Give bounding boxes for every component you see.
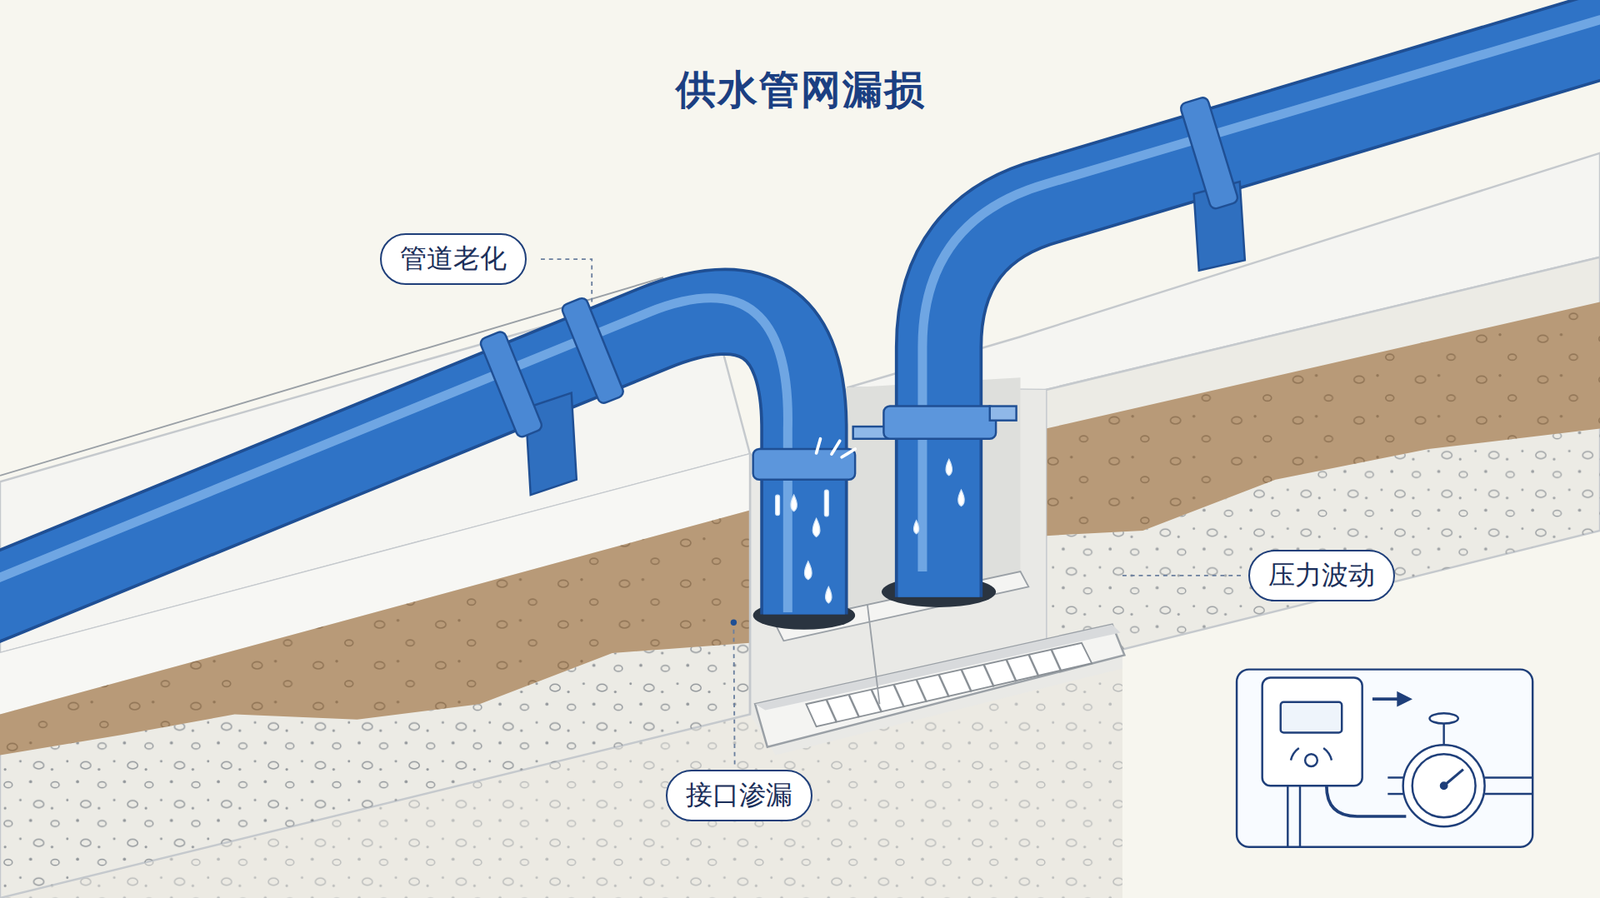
callout-label: 接口渗漏 (665, 770, 813, 822)
leader-line (540, 259, 1241, 765)
meter-icon (1236, 670, 1533, 848)
water-spray (816, 439, 856, 458)
left-pipe (0, 298, 805, 615)
callout-text: 管道老化 (400, 241, 507, 277)
joint-collar (753, 406, 1017, 480)
callout-label: 管道老化 (380, 233, 527, 285)
leader-dot (730, 620, 737, 626)
title: 供水管网漏损 (675, 63, 926, 117)
callout-text: 接口渗漏 (685, 778, 793, 814)
pipe-clamp (1179, 95, 1245, 270)
callout-text: 压力波动 (1268, 558, 1375, 594)
right-pipe (922, 10, 1600, 597)
water-drops (775, 459, 965, 604)
callout-label: 压力波动 (1248, 550, 1395, 602)
pipe-clamp (479, 296, 625, 495)
